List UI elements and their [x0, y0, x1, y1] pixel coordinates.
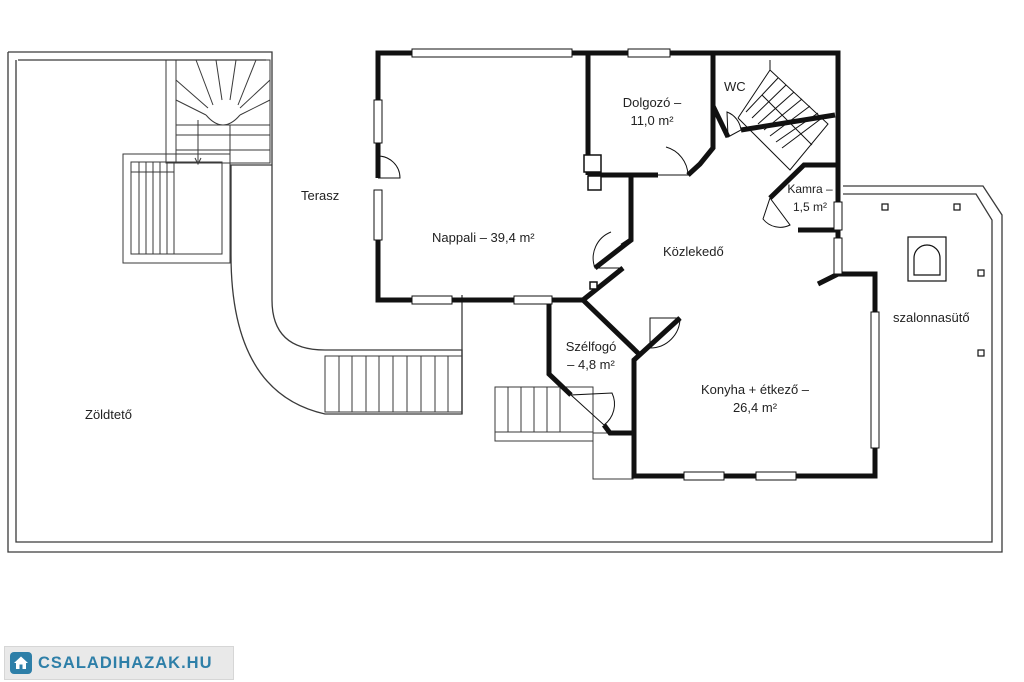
- room-label-nappali: Nappali – 39,4 m²: [432, 230, 535, 245]
- watermark-logo: CSALADIHAZAK.HU: [4, 646, 234, 680]
- green-roof-outline: [7, 51, 1003, 553]
- kamra-area: 1,5 m²: [792, 200, 827, 214]
- room-label-szalonnasuto: szalonnasütő: [893, 310, 970, 325]
- house-logo-icon: [10, 652, 32, 674]
- room-label-kozlekedo: Közlekedő: [663, 244, 724, 259]
- room-label-dolgozo: Dolgozó – 11,0 m²: [612, 94, 692, 130]
- room-label-konyha: Konyha + étkező – 26,4 m²: [690, 381, 820, 417]
- door-swings: [377, 111, 791, 426]
- dolgozo-name: Dolgozó –: [622, 95, 682, 110]
- windows: [373, 48, 880, 481]
- stairs-top-left: [165, 59, 271, 255]
- szelfogo-name: Szélfogó: [565, 339, 617, 354]
- entrance-stairs: [494, 386, 634, 480]
- room-label-wc: WC: [724, 79, 746, 94]
- szelfogo-area: – 4,8 m²: [567, 357, 615, 372]
- barbecue: [907, 236, 947, 282]
- stairs-left-block: [122, 153, 231, 264]
- konyha-area: 26,4 m²: [732, 400, 778, 415]
- room-label-szelfogo: Szélfogó – 4,8 m²: [556, 338, 626, 374]
- room-label-zoldteto: Zöldtető: [85, 407, 132, 422]
- chimney: [583, 154, 602, 290]
- terrace-posts: [881, 203, 985, 357]
- watermark-brand-text: CSALADIHAZAK.HU: [38, 653, 213, 672]
- room-label-kamra: Kamra – 1,5 m²: [782, 180, 838, 216]
- konyha-name: Konyha + étkező –: [700, 382, 810, 397]
- dolgozo-area: 11,0 m²: [630, 113, 674, 128]
- terrace-stairs: [324, 355, 463, 413]
- kamra-name: Kamra –: [787, 182, 833, 196]
- room-label-terasz: Terasz: [301, 188, 340, 203]
- inner-stairs: [737, 60, 829, 171]
